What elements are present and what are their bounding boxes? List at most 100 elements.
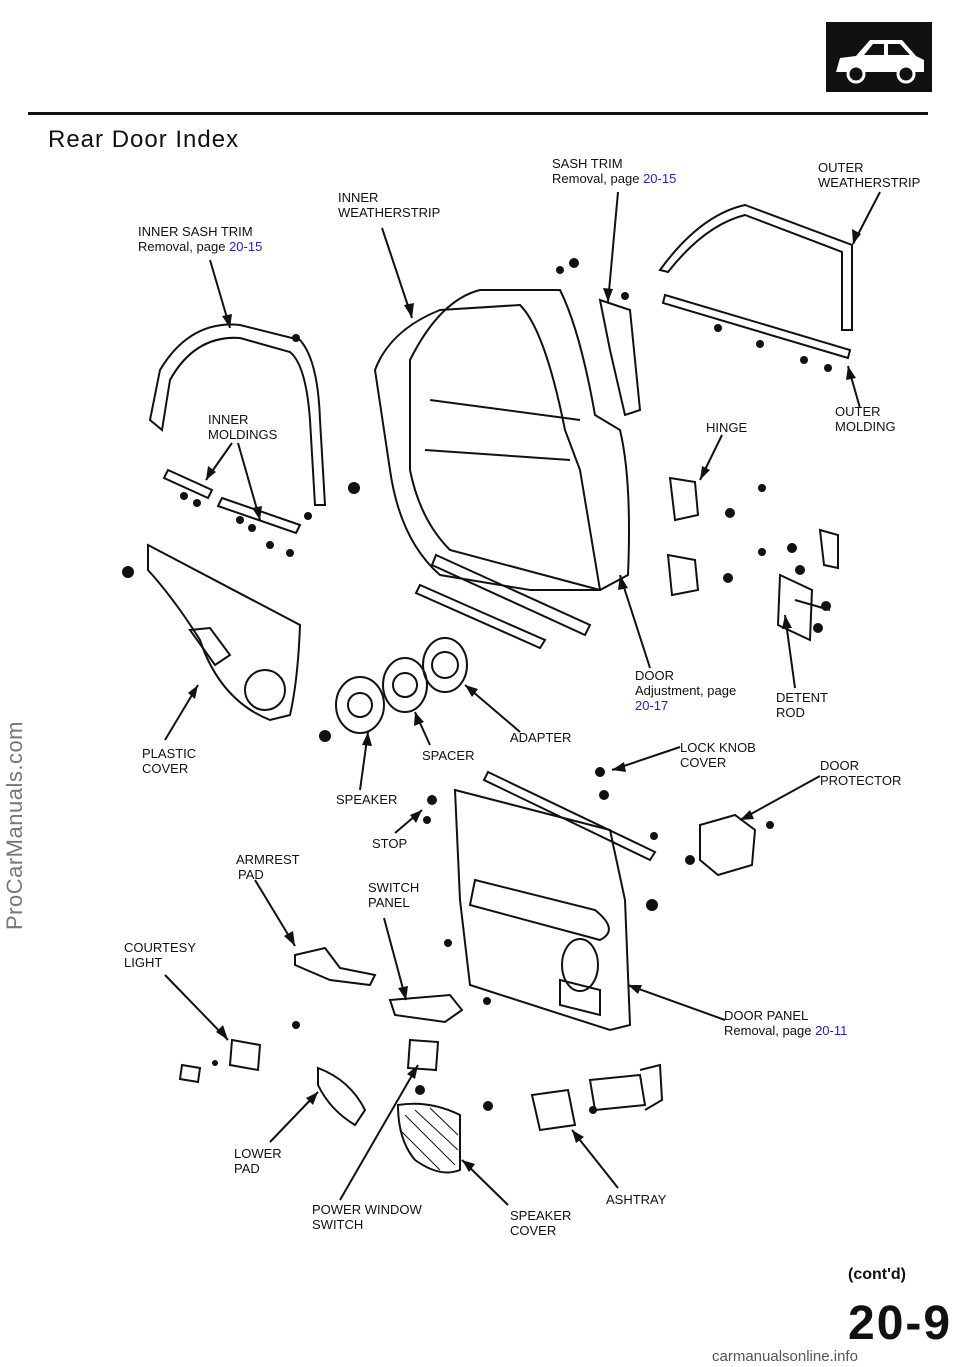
continued-note: (cont'd) <box>848 1266 907 1283</box>
armrest-pad-part <box>294 946 377 987</box>
switch-panel-part <box>388 993 464 1024</box>
page-number: 20-9 <box>848 1297 953 1350</box>
lower-pad-part <box>317 1066 367 1127</box>
inner-molding-part-1 <box>162 468 214 500</box>
label-ashtray-l1: ASHTRAY <box>606 1192 667 1207</box>
label-inner-sash-trim-text: Removal, page <box>138 239 230 254</box>
label-door-l1: DOOR <box>635 668 674 683</box>
spacer-part <box>382 657 428 713</box>
label-outer-molding-l2: MOLDING <box>835 419 896 434</box>
label-hinge: HINGE <box>706 420 747 435</box>
label-outer-weatherstrip-l2: WEATHERSTRIP <box>818 175 921 190</box>
label-sash-trim-ref: Removal, page 20-15 <box>552 171 676 186</box>
side-watermark: ProCarManuals.com <box>2 720 27 930</box>
label-speaker-cover: SPEAKER COVER <box>510 1208 571 1238</box>
label-inner-moldings: INNER MOLDINGS <box>208 412 277 442</box>
label-outer-molding: OUTER MOLDING <box>835 404 896 434</box>
inner-sash-trim-part <box>148 323 327 506</box>
label-outer-weatherstrip-l1: OUTER <box>818 160 864 175</box>
label-ashtray: ASHTRAY <box>606 1192 666 1207</box>
inner-weatherstrip-part <box>373 303 602 591</box>
adapter-part <box>422 637 468 693</box>
label-lower-pad: LOWER PAD <box>234 1146 282 1176</box>
label-sash-trim: SASH TRIM Removal, page 20-15 <box>552 156 676 186</box>
door-shell-part <box>409 289 630 592</box>
label-armrest-pad: ARMREST PAD <box>236 852 300 882</box>
label-plastic-cover: PLASTIC COVER <box>142 746 196 776</box>
window-seal-part <box>482 770 657 862</box>
label-inner-weatherstrip-l2: WEATHERSTRIP <box>338 205 441 220</box>
label-power-window-switch-l1: POWER WINDOW <box>312 1202 422 1217</box>
hinge-upper-part <box>668 476 700 522</box>
label-spacer: SPACER <box>422 748 475 763</box>
label-power-window-switch: POWER WINDOW SWITCH <box>312 1202 422 1232</box>
sash-trim-part <box>598 298 642 417</box>
door-panel-part <box>453 788 632 1032</box>
ashtray-part <box>530 1088 577 1132</box>
label-stop: STOP <box>372 836 407 851</box>
label-inner-moldings-l2: MOLDINGS <box>208 427 278 442</box>
lower-seal-part-1 <box>430 553 592 637</box>
label-door-protector-l2: PROTECTOR <box>820 773 902 788</box>
door-protector-part <box>699 813 757 877</box>
lower-seal-part-2 <box>414 583 547 650</box>
hinge-lower-part <box>666 553 700 597</box>
label-door: DOOR Adjustment, page 20-17 <box>635 668 736 713</box>
power-window-switch-part <box>406 1038 440 1072</box>
label-sash-trim-title: SASH TRIM <box>552 156 623 171</box>
speaker-part <box>335 676 385 734</box>
label-spacer-l1: SPACER <box>422 748 475 763</box>
label-door-protector: DOOR PROTECTOR <box>820 758 901 788</box>
label-inner-sash-trim-page[interactable]: 20-15 <box>229 239 263 254</box>
courtesy-light-part <box>228 1038 262 1072</box>
label-lock-knob-cover-l2: COVER <box>680 755 727 770</box>
label-sash-trim-text: Removal, page <box>552 171 644 186</box>
inner-molding-part-2 <box>216 496 302 535</box>
label-courtesy-light-l2: LIGHT <box>124 955 163 970</box>
label-inner-moldings-l1: INNER <box>208 412 249 427</box>
plastic-cover-part <box>147 543 302 722</box>
label-detent-rod: DETENT ROD <box>776 690 828 720</box>
label-detent-rod-l2: ROD <box>776 705 805 720</box>
label-door-panel-text: Removal, page <box>724 1023 816 1038</box>
header-rule <box>28 112 928 115</box>
label-outer-weatherstrip: OUTER WEATHERSTRIP <box>818 160 920 190</box>
label-lock-knob-cover: LOCK KNOB COVER <box>680 740 756 770</box>
label-speaker-cover-l2: COVER <box>510 1223 557 1238</box>
outer-weatherstrip-part <box>658 203 853 331</box>
page-title: Rear Door Index <box>48 126 240 153</box>
label-speaker: SPEAKER <box>336 792 397 807</box>
label-armrest-pad-l2: PAD <box>238 867 264 882</box>
label-door-panel-ref: Removal, page 20-11 <box>724 1023 847 1038</box>
label-plastic-cover-l2: COVER <box>142 761 189 776</box>
footer-watermark[interactable]: carmanualsonline.info <box>712 1348 858 1365</box>
label-power-window-switch-l2: SWITCH <box>312 1217 364 1232</box>
label-door-page[interactable]: 20-17 <box>635 698 669 713</box>
label-inner-weatherstrip: INNER WEATHERSTRIP <box>338 190 440 220</box>
label-adapter-l1: ADAPTER <box>510 730 572 745</box>
label-switch-panel-l1: SWITCH <box>368 880 420 895</box>
label-door-l2: Adjustment, page <box>635 683 737 698</box>
label-inner-sash-trim-ref: Removal, page 20-15 <box>138 239 262 254</box>
label-courtesy-light-l1: COURTESY <box>124 940 196 955</box>
label-sash-trim-page[interactable]: 20-15 <box>643 171 677 186</box>
label-armrest-pad-l1: ARMREST <box>236 852 300 867</box>
detent-rod-part <box>776 573 814 642</box>
label-speaker-cover-l1: SPEAKER <box>510 1208 572 1223</box>
label-stop-l1: STOP <box>372 836 408 851</box>
label-door-panel-page[interactable]: 20-11 <box>815 1023 848 1038</box>
label-outer-molding-l1: OUTER <box>835 404 881 419</box>
label-switch-panel: SWITCH PANEL <box>368 880 419 910</box>
label-inner-sash-trim-title: INNER SASH TRIM <box>138 224 253 239</box>
label-inner-weatherstrip-l1: INNER <box>338 190 379 205</box>
outer-molding-part <box>661 293 852 360</box>
label-adapter: ADAPTER <box>510 730 571 745</box>
label-plastic-cover-l1: PLASTIC <box>142 746 197 761</box>
label-lower-pad-l2: PAD <box>234 1161 260 1176</box>
label-switch-panel-l2: PANEL <box>368 895 410 910</box>
speaker-cover-part <box>396 1102 461 1174</box>
car-body-icon <box>826 22 932 92</box>
label-speaker-l1: SPEAKER <box>336 792 398 807</box>
label-lock-knob-cover-l1: LOCK KNOB <box>680 740 756 755</box>
